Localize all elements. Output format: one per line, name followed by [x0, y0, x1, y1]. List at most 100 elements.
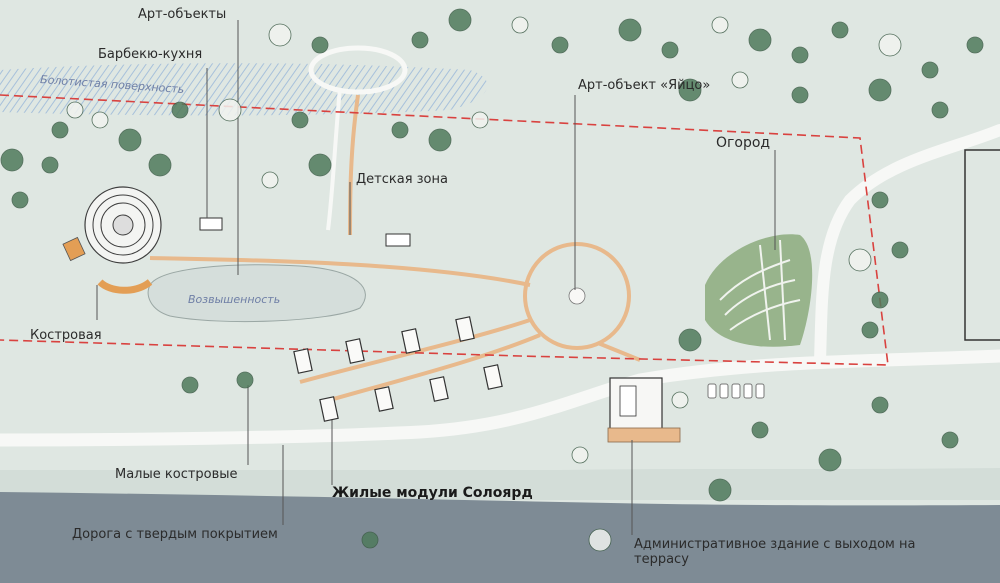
tree-icon [818, 448, 842, 472]
tree-icon [966, 36, 984, 54]
tree-icon [791, 46, 809, 64]
tree-icon [66, 101, 84, 119]
tree-icon [171, 101, 189, 119]
hill-label: Возвышенность [188, 293, 281, 306]
living-module [345, 338, 365, 364]
hill-area [147, 264, 366, 323]
tree-icon [361, 531, 379, 549]
tree-icon [861, 321, 879, 339]
tree-icon [941, 431, 959, 449]
bbq-deck [62, 236, 86, 262]
tree-icon [708, 478, 732, 502]
path-to-road [597, 341, 641, 362]
living-module [374, 386, 394, 412]
path-modules-lower [329, 333, 541, 402]
amphitheater [84, 186, 162, 264]
tree-icon [671, 391, 689, 409]
label-admin-building: Административное здание с выходом на тер… [634, 537, 915, 567]
tree-icon [618, 18, 642, 42]
tree-icon [678, 328, 702, 352]
kids-zone-pavilion [385, 233, 411, 247]
neighbor-building [964, 149, 1000, 341]
tree-icon [551, 36, 569, 54]
living-module [483, 364, 503, 390]
tree-icon [51, 121, 69, 139]
tree-icon [921, 61, 939, 79]
label-bonfire: Костровая [30, 328, 102, 343]
living-module [401, 328, 421, 354]
tree-icon [118, 128, 142, 152]
label-garden: Огород [716, 135, 771, 151]
parking [707, 383, 765, 399]
bbq-kitchen [199, 217, 223, 231]
tree-icon [731, 71, 749, 89]
tree-icon [391, 121, 409, 139]
living-module [455, 316, 475, 342]
label-art-object-egg: Арт-объект «Яйцо» [578, 78, 711, 93]
label-art-objects: Арт-объекты [138, 7, 227, 22]
tree-icon [711, 16, 729, 34]
shore-strip [0, 468, 1000, 500]
living-module [429, 376, 449, 402]
tree-icon [41, 156, 59, 174]
tree-icon [511, 16, 529, 34]
label-hard-road: Дорога с твердым покрытием [72, 527, 278, 542]
tree-icon [571, 446, 589, 464]
tree-icon [588, 528, 612, 552]
label-admin-building-line1: Административное здание с выходом на [634, 537, 916, 552]
light-path [326, 87, 342, 231]
path-modules-upper [299, 318, 531, 384]
living-module [293, 348, 313, 374]
tree-icon [791, 86, 809, 104]
tree-icon [751, 421, 769, 439]
tree-icon [878, 33, 902, 57]
label-small-bonfires: Малые костровые [115, 467, 238, 482]
tree-icon [181, 376, 199, 394]
tree-icon [268, 23, 292, 47]
tree-icon [448, 8, 472, 32]
tree-icon [308, 153, 332, 177]
tree-icon [0, 148, 24, 172]
bonfire-bench [97, 279, 153, 294]
tree-icon [868, 78, 892, 102]
living-module [319, 396, 339, 422]
tree-icon [831, 21, 849, 39]
tree-icon [91, 111, 109, 129]
swamp-area [0, 63, 488, 116]
tree-icon [218, 98, 242, 122]
trees [0, 8, 984, 552]
egg-art-object [568, 287, 586, 305]
tree-icon [871, 396, 889, 414]
water-body [0, 492, 1000, 583]
art-object-ellipse [308, 45, 408, 95]
label-kids-zone: Детская зона [356, 172, 448, 187]
tree-icon [871, 291, 889, 309]
garden-rows [719, 239, 801, 341]
site-boundary [0, 94, 889, 366]
tree-icon [848, 248, 872, 272]
tree-icon [428, 128, 452, 152]
tree-icon [748, 28, 772, 52]
admin-building [607, 377, 681, 443]
tree-icon [661, 41, 679, 59]
tree-icon [148, 153, 172, 177]
path-main [149, 256, 531, 287]
tree-icon [891, 241, 909, 259]
tree-icon [291, 111, 309, 129]
tree-icon [931, 101, 949, 119]
tree-icon [261, 171, 279, 189]
label-bbq-kitchen: Барбекю-кухня [98, 47, 203, 62]
tree-icon [678, 78, 702, 102]
label-admin-building-line2: террасу [634, 552, 689, 567]
tree-icon [11, 191, 29, 209]
egg-plaza [523, 242, 631, 350]
tree-icon [236, 371, 254, 389]
label-living-modules: Жилые модули Солоярд [332, 485, 533, 501]
living-modules [293, 316, 503, 422]
tree-icon [411, 31, 429, 49]
tree-icon [471, 111, 489, 129]
tree-icon [871, 191, 889, 209]
road-branch [814, 124, 1000, 368]
